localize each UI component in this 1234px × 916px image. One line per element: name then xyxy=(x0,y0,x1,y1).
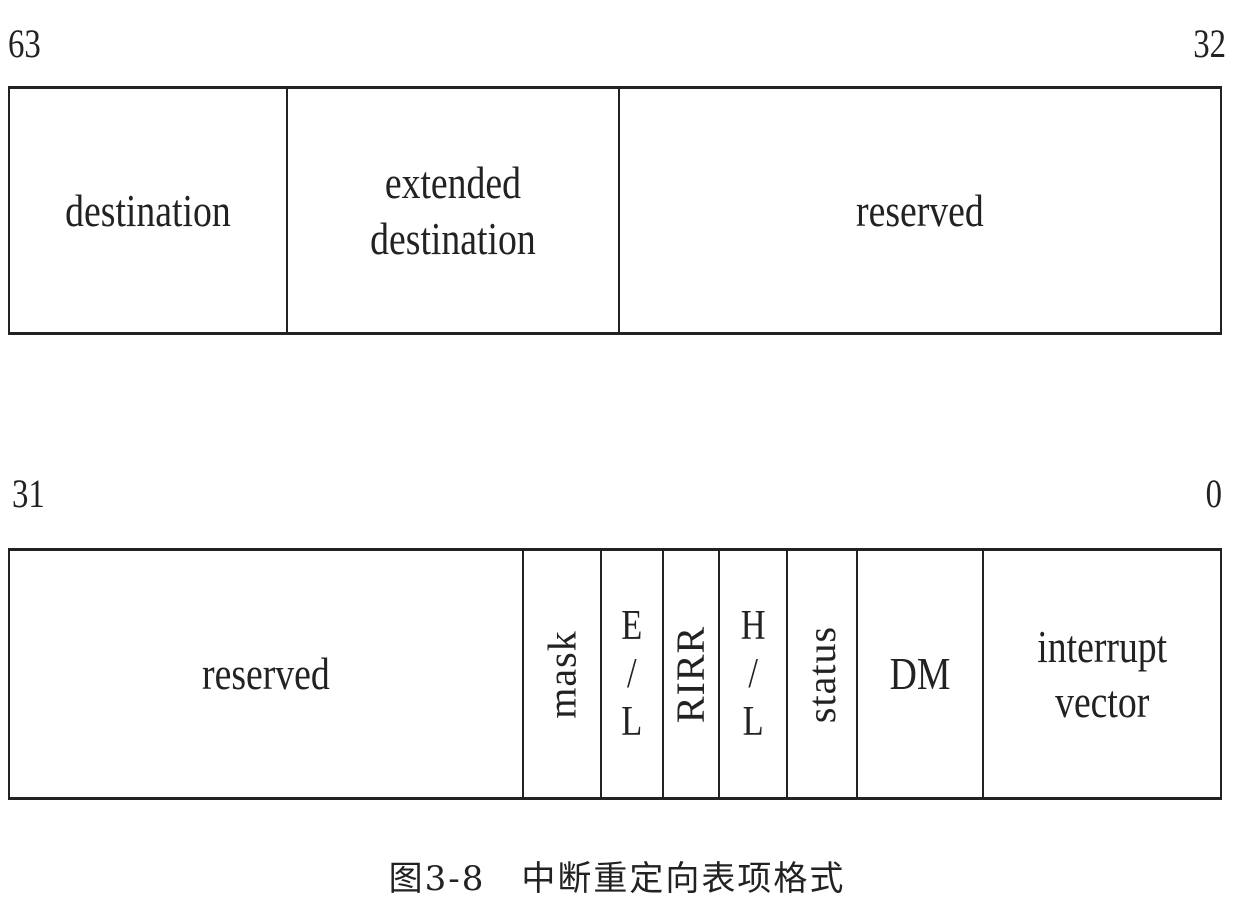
field-extended-destination: extended destination xyxy=(286,89,618,332)
bit-label-63: 63 xyxy=(8,21,41,66)
lower-register-row: reserved mask E / L RIRR H / L status DM… xyxy=(8,548,1222,800)
field-interrupt-vector: interrupt vector xyxy=(982,551,1222,797)
field-status: status xyxy=(786,551,856,797)
field-hl-label: H / L xyxy=(741,602,766,747)
field-el-char-1: E xyxy=(621,602,643,649)
bit-label-32: 32 xyxy=(1193,21,1226,66)
field-dm: DM xyxy=(856,551,982,797)
field-hl: H / L xyxy=(718,551,786,797)
field-interrupt-vector-line1: interrupt xyxy=(1037,620,1167,672)
field-reserved-high: reserved xyxy=(618,89,1222,332)
field-el-char-3: L xyxy=(621,699,643,746)
bit-label-31: 31 xyxy=(12,471,45,516)
field-reserved-high-label: reserved xyxy=(856,184,984,236)
field-el-char-2: / xyxy=(627,650,637,697)
field-extended-destination-line1: extended xyxy=(384,157,522,209)
field-mask: mask xyxy=(522,551,600,797)
field-destination-label: destination xyxy=(65,184,231,236)
upper-register-row: destination extended destination reserve… xyxy=(8,86,1222,335)
field-el: E / L xyxy=(600,551,662,797)
field-reserved-low: reserved xyxy=(8,551,522,797)
field-rirr-label: RIRR xyxy=(668,625,714,723)
field-dm-label: DM xyxy=(889,648,951,700)
field-el-label: E / L xyxy=(621,602,642,747)
figure-caption: 图3-8 中断重定向表项格式 xyxy=(388,859,846,899)
field-hl-char-2: / xyxy=(748,650,758,697)
field-interrupt-vector-line2: vector xyxy=(1054,676,1150,727)
field-destination: destination xyxy=(8,89,286,332)
field-interrupt-vector-label: interrupt vector xyxy=(1037,619,1167,729)
bit-label-0: 0 xyxy=(1205,471,1222,516)
field-hl-char-1: H xyxy=(740,602,766,649)
field-hl-char-3: L xyxy=(742,699,764,746)
field-status-label: status xyxy=(799,625,845,723)
field-rirr: RIRR xyxy=(662,551,718,797)
field-extended-destination-label: extended destination xyxy=(370,155,536,265)
field-extended-destination-line2: destination xyxy=(370,212,536,264)
field-mask-label: mask xyxy=(539,629,585,719)
field-reserved-low-label: reserved xyxy=(202,648,330,700)
